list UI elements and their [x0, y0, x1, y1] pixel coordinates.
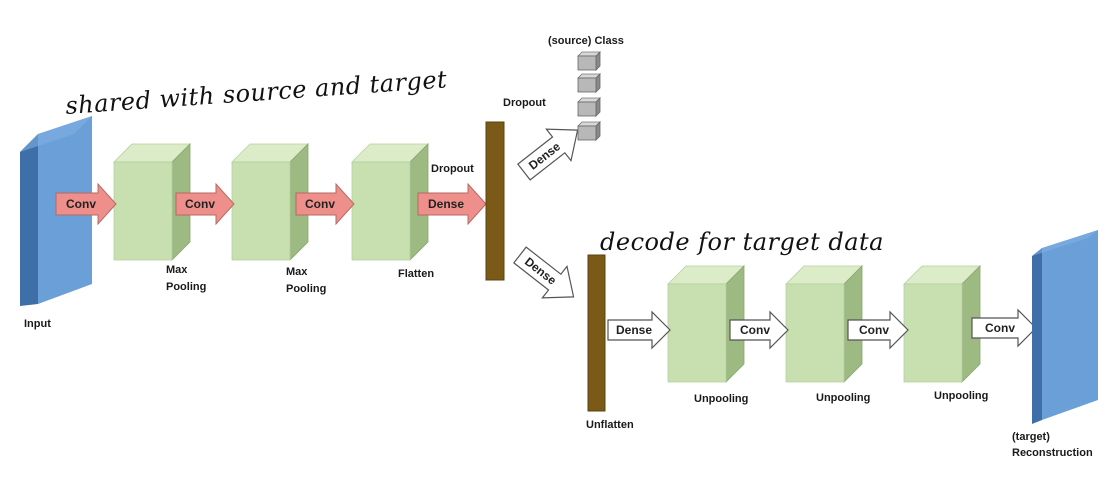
dense-arrow-down: Dense: [513, 246, 575, 299]
conv-arrow-1-label: Conv: [66, 197, 96, 211]
unflatten-label: Unflatten: [586, 419, 634, 431]
dropout-2-label: Dropout: [503, 97, 546, 109]
input-label: Input: [24, 318, 51, 330]
dense-arrow-decoder-label: Dense: [616, 323, 652, 337]
dense-arrow-decoder: Dense: [607, 310, 671, 350]
max-pooling-1-label-a: Max: [166, 264, 188, 276]
decoder-block-3: [903, 265, 981, 383]
dropout-bar: [485, 121, 505, 281]
class-output-stack: [577, 51, 601, 141]
reconstruction-panel: [1032, 230, 1098, 424]
max-pooling-2-label-b: Pooling: [286, 283, 326, 295]
decode-annotation: decode for target data: [600, 228, 884, 256]
unpooling-3-label: Unpooling: [934, 390, 988, 402]
conv-arrow-decoder-1-label: Conv: [740, 323, 770, 337]
flatten-label: Flatten: [398, 268, 434, 280]
conv-arrow-decoder-3: Conv: [971, 308, 1037, 348]
target-label-a: (target): [1012, 431, 1050, 443]
source-class-label: (source) Class: [548, 35, 624, 47]
conv-arrow-3-label: Conv: [305, 197, 335, 211]
shared-annotation: shared with source and target: [64, 65, 448, 120]
conv-arrow-decoder-1: Conv: [729, 310, 789, 350]
unpooling-1-label: Unpooling: [694, 393, 748, 405]
conv-arrow-decoder-3-label: Conv: [985, 321, 1015, 335]
unflatten-bar: [587, 254, 606, 412]
conv-arrow-2-label: Conv: [185, 197, 215, 211]
conv-arrow-decoder-2-label: Conv: [859, 323, 889, 337]
max-pooling-1-label-b: Pooling: [166, 281, 206, 293]
conv-arrow-decoder-2: Conv: [847, 310, 909, 350]
encoder-block-3: [351, 143, 429, 261]
conv-arrow-1: Conv: [55, 182, 117, 226]
unpooling-2-label: Unpooling: [816, 392, 870, 404]
dropout-1-label: Dropout: [431, 163, 474, 175]
conv-arrow-3: Conv: [295, 182, 355, 226]
target-label-b: Reconstruction: [1012, 447, 1093, 459]
conv-arrow-2: Conv: [175, 182, 235, 226]
dense-arrow-encoder-label: Dense: [428, 197, 464, 211]
dense-arrow-encoder: Dense: [417, 182, 487, 226]
max-pooling-2-label-a: Max: [286, 266, 308, 278]
